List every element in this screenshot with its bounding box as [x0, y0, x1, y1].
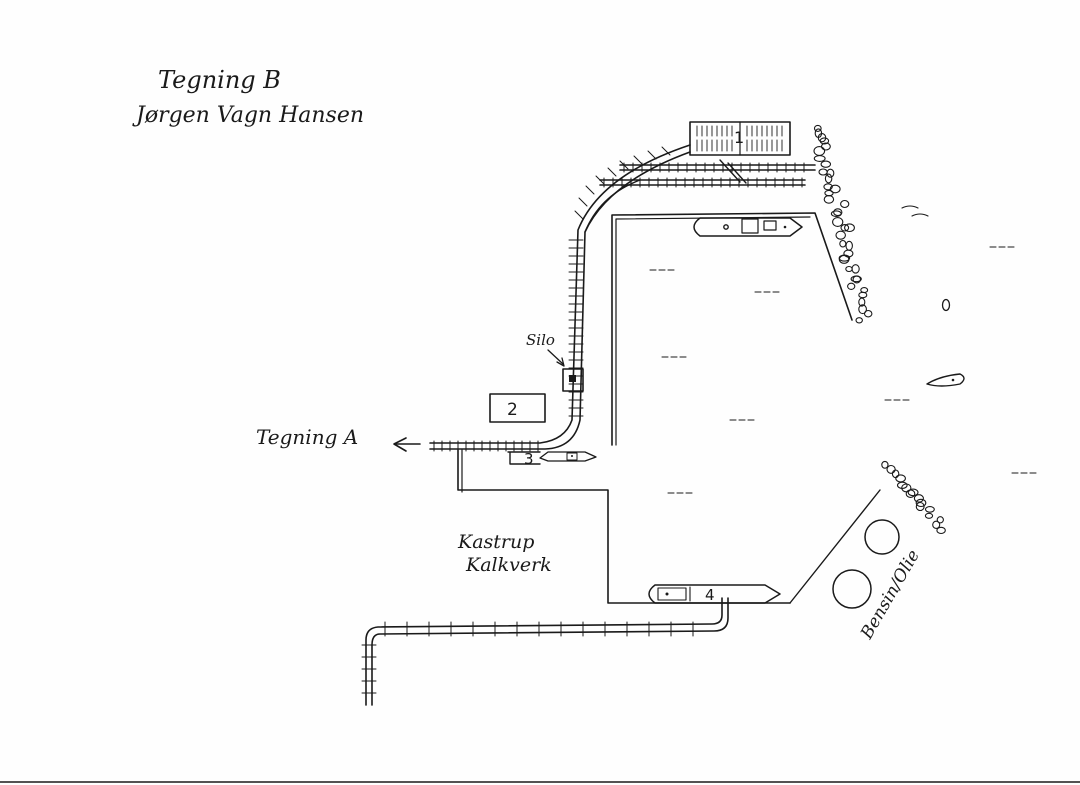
- ship-4: 4: [648, 584, 781, 604]
- water-marks: [649, 205, 1037, 494]
- drawing-title: Tegning B: [158, 66, 281, 94]
- building-1: 1: [689, 121, 791, 156]
- drawing-author: Jørgen Vagn Hansen: [132, 103, 364, 128]
- silo: Silo: [526, 331, 584, 392]
- main-railway: [429, 144, 691, 452]
- kalkverk-label-line2: Kalkverk: [465, 554, 552, 576]
- marker-2: 2: [507, 400, 518, 420]
- silo-label: Silo: [526, 331, 555, 349]
- lower-railway: [361, 597, 729, 706]
- sea-boats: [926, 298, 965, 387]
- ship-upper: [693, 217, 803, 237]
- oil-tanks: [832, 519, 900, 609]
- marker-1: 1: [734, 128, 744, 147]
- building-2: 2: [489, 393, 546, 423]
- bensin-olie-label: Bensin/Olie: [857, 547, 924, 644]
- berth-3: 3: [507, 450, 597, 468]
- marker-4: 4: [705, 586, 715, 604]
- tegning-a-pointer: Tegning A: [256, 425, 421, 452]
- tegning-a-label: Tegning A: [256, 425, 358, 449]
- breakwater-lower: [881, 460, 946, 535]
- breakwater-upper: [813, 124, 873, 324]
- marker-3: 3: [524, 450, 534, 468]
- kalkverk-label-line1: Kastrup: [457, 531, 534, 553]
